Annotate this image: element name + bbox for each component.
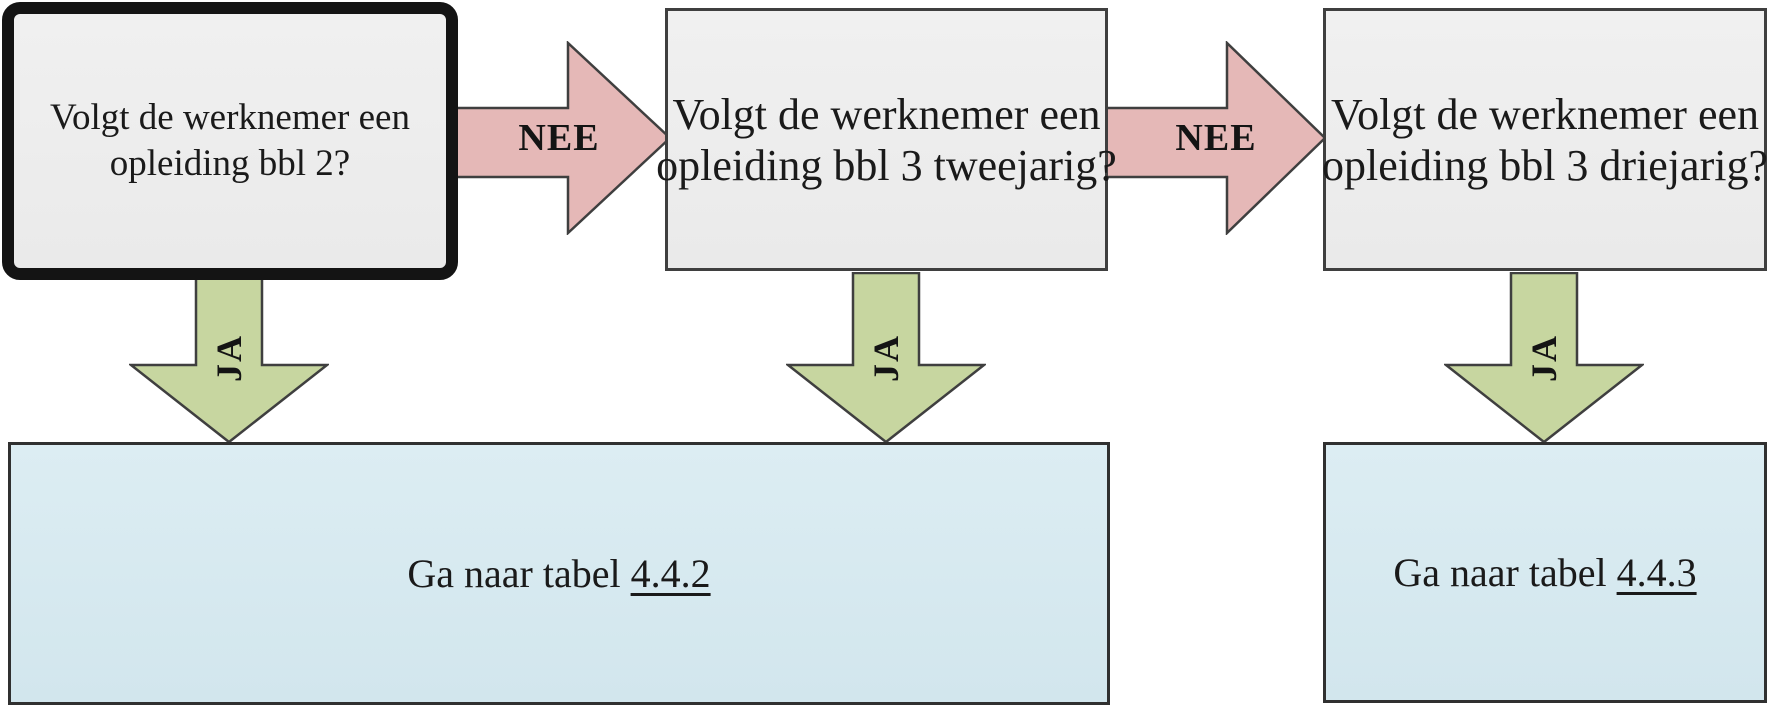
question-text-line: opleiding bbl 3 tweejarig?	[656, 140, 1117, 190]
nee-arrow-right-1: NEE	[446, 41, 672, 235]
result-box-tabel-442: Ga naar tabel 4.4.2	[8, 442, 1110, 705]
question-text-line: Volgt de werknemer een	[672, 89, 1101, 139]
question-text-line: Volgt de werknemer een	[1330, 89, 1760, 139]
right-block-arrow-icon	[446, 41, 672, 235]
ja-arrow-down-1: JA	[129, 272, 329, 444]
result-box-tabel-443: Ga naar tabel 4.4.3	[1323, 442, 1767, 703]
down-block-arrow-icon	[786, 272, 986, 444]
table-4-4-2-link[interactable]: 4.4.2	[630, 550, 711, 596]
question-text-line: Volgt de werknemer een	[50, 97, 410, 138]
question-text-line: opleiding bbl 3 driejarig?	[1322, 140, 1768, 190]
question-box-bbl3-tweejarig: Volgt de werknemer een opleiding bbl 3 t…	[656, 8, 1117, 271]
result-prefix: Ga naar tabel	[1393, 549, 1617, 595]
question-box-bbl2: Volgt de werknemer een opleiding bbl 2?	[2, 2, 458, 280]
ja-arrow-down-3: JA	[1444, 272, 1644, 444]
question-box-bbl3-driejarig: Volgt de werknemer een opleiding bbl 3 d…	[1322, 8, 1768, 271]
result-prefix: Ga naar tabel	[407, 550, 631, 596]
table-4-4-3-link[interactable]: 4.4.3	[1616, 549, 1697, 595]
result-text: Ga naar tabel 4.4.3	[1393, 549, 1696, 597]
down-block-arrow-icon	[1444, 272, 1644, 444]
question-text-line: opleiding bbl 2?	[109, 143, 351, 184]
ja-arrow-down-2: JA	[786, 272, 986, 444]
nee-arrow-right-2: NEE	[1105, 41, 1327, 235]
down-block-arrow-icon	[129, 272, 329, 444]
result-text: Ga naar tabel 4.4.2	[407, 550, 710, 598]
right-block-arrow-icon	[1105, 41, 1327, 235]
